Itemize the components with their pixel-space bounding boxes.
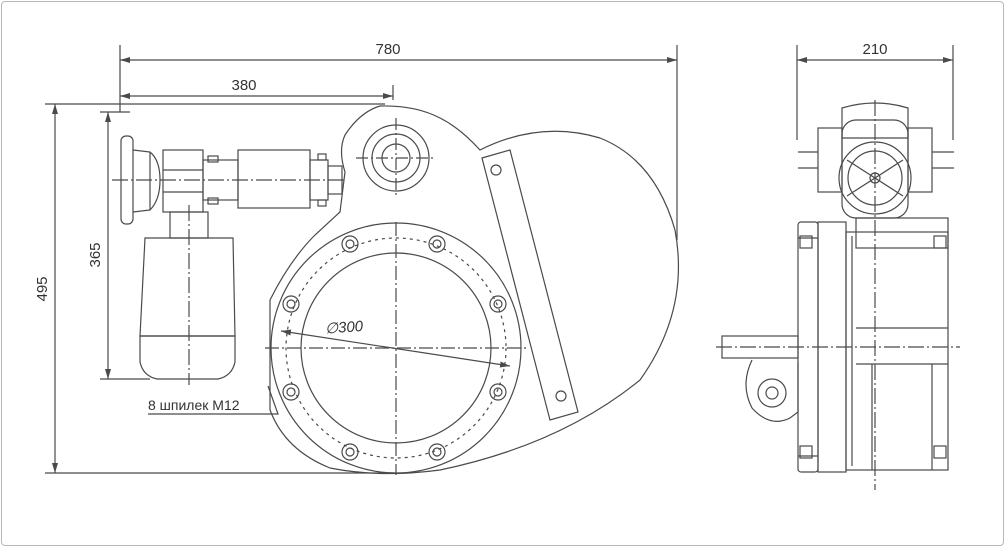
dimension-495 (45, 103, 395, 474)
studs-leader (148, 385, 279, 415)
dimension-210 (796, 45, 954, 140)
flange-studs (282, 235, 507, 461)
bore-diameter-line (280, 329, 511, 368)
gearbox (162, 149, 343, 213)
dimension-780 (119, 45, 678, 240)
dim-380-label: 380 (231, 77, 256, 94)
dim-495-label: 495 (34, 276, 51, 301)
electric-motor (139, 205, 236, 385)
bore-diameter-label: ∅300 (324, 318, 364, 338)
dim-780-label: 780 (375, 41, 400, 58)
gate-arm (481, 149, 579, 421)
flange (265, 222, 528, 475)
dimension-365 (100, 111, 150, 380)
gate-body-outline (269, 105, 680, 475)
dim-210-label: 210 (862, 41, 887, 58)
shaft-boss (356, 118, 436, 198)
studs-note: 8 шпилек М12 (148, 397, 240, 413)
handwheel (112, 135, 345, 225)
side-view (716, 100, 960, 490)
dimension-380 (120, 85, 394, 100)
dim-365-label: 365 (87, 242, 104, 267)
